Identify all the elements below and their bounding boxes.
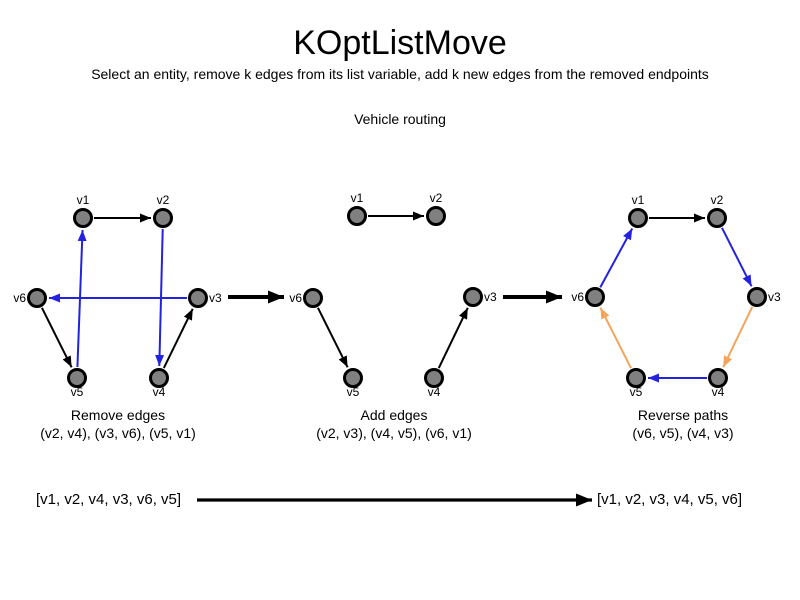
graph-reverse-paths: v1 v2 v3 v4 v5 v6 [571,193,781,399]
caption-title: Add edges [360,407,428,423]
node-v5 [67,368,87,388]
subtitle: Select an entity, remove k edges from it… [91,66,709,82]
graph-remove-edges: v1 v2 v3 v4 v5 v6 [13,193,222,399]
scenario-label: Vehicle routing [354,111,446,127]
edge-v6-v1 [599,228,634,288]
edge-v4-v3 [162,308,194,369]
node-label-v3: v3 [209,291,222,305]
node-v3 [188,288,208,308]
node-label-v2: v2 [430,191,443,205]
edge-v6-v5 [41,307,73,368]
node-label-v4: v4 [712,385,725,399]
node-label-v5: v5 [71,385,84,399]
node-label-v4: v4 [153,385,166,399]
node-label-v2: v2 [711,193,724,207]
node-label-v1: v1 [632,193,645,207]
node-label-v2: v2 [157,193,170,207]
node-v4 [708,368,728,388]
edge-v6-v5 [317,307,349,368]
node-label-v1: v1 [351,191,364,205]
caption-detail: (v2, v3), (v4, v5), (v6, v1) [316,425,472,441]
node-label-v6: v6 [571,290,584,304]
node-label-v5: v5 [347,385,360,399]
list-before: [v1, v2, v4, v3, v6, v5] [36,491,182,508]
node-v4 [424,368,444,388]
node-v3 [463,287,483,307]
edge-v2-v3 [721,227,753,287]
caption-detail: (v6, v5), (v4, v3) [632,425,734,441]
caption-title: Remove edges [70,407,166,423]
node-v1 [73,208,93,228]
graph-add-edges: v1 v2 v3 v4 v5 v6 [289,191,497,399]
node-label-v6: v6 [289,291,302,305]
caption-reverse-paths: Reverse paths (v6, v5), (v4, v3) [632,406,733,442]
list-after: [v1, v2, v3, v4, v5, v6] [597,491,743,508]
node-v6 [27,288,47,308]
node-label-v3: v3 [768,290,781,304]
node-label-v5: v5 [630,385,643,399]
edge-v5-v6 [599,307,632,369]
node-v5 [343,368,363,388]
node-label-v1: v1 [77,193,90,207]
node-v1 [628,208,648,228]
page-title: KOptListMove [293,24,507,62]
node-v4 [149,368,169,388]
node-v6 [585,287,605,307]
node-v1 [347,206,367,226]
node-v2 [707,208,727,228]
node-label-v6: v6 [13,291,26,305]
node-label-v3: v3 [484,290,497,304]
node-v2 [153,208,173,228]
node-v5 [626,368,646,388]
node-label-v4: v4 [428,385,441,399]
caption-add-edges: Add edges (v2, v3), (v4, v5), (v6, v1) [316,406,472,442]
node-v3 [747,287,767,307]
edge-v4-v3 [437,307,469,369]
caption-remove-edges: Remove edges (v2, v4), (v3, v6), (v5, v1… [40,406,196,442]
edge-v5-v1 [76,229,87,368]
edge-v3-v4 [722,306,754,368]
node-v6 [303,288,323,308]
node-v2 [426,206,446,226]
caption-title: Reverse paths [637,407,729,423]
caption-detail: (v2, v4), (v3, v6), (v5, v1) [40,425,196,441]
